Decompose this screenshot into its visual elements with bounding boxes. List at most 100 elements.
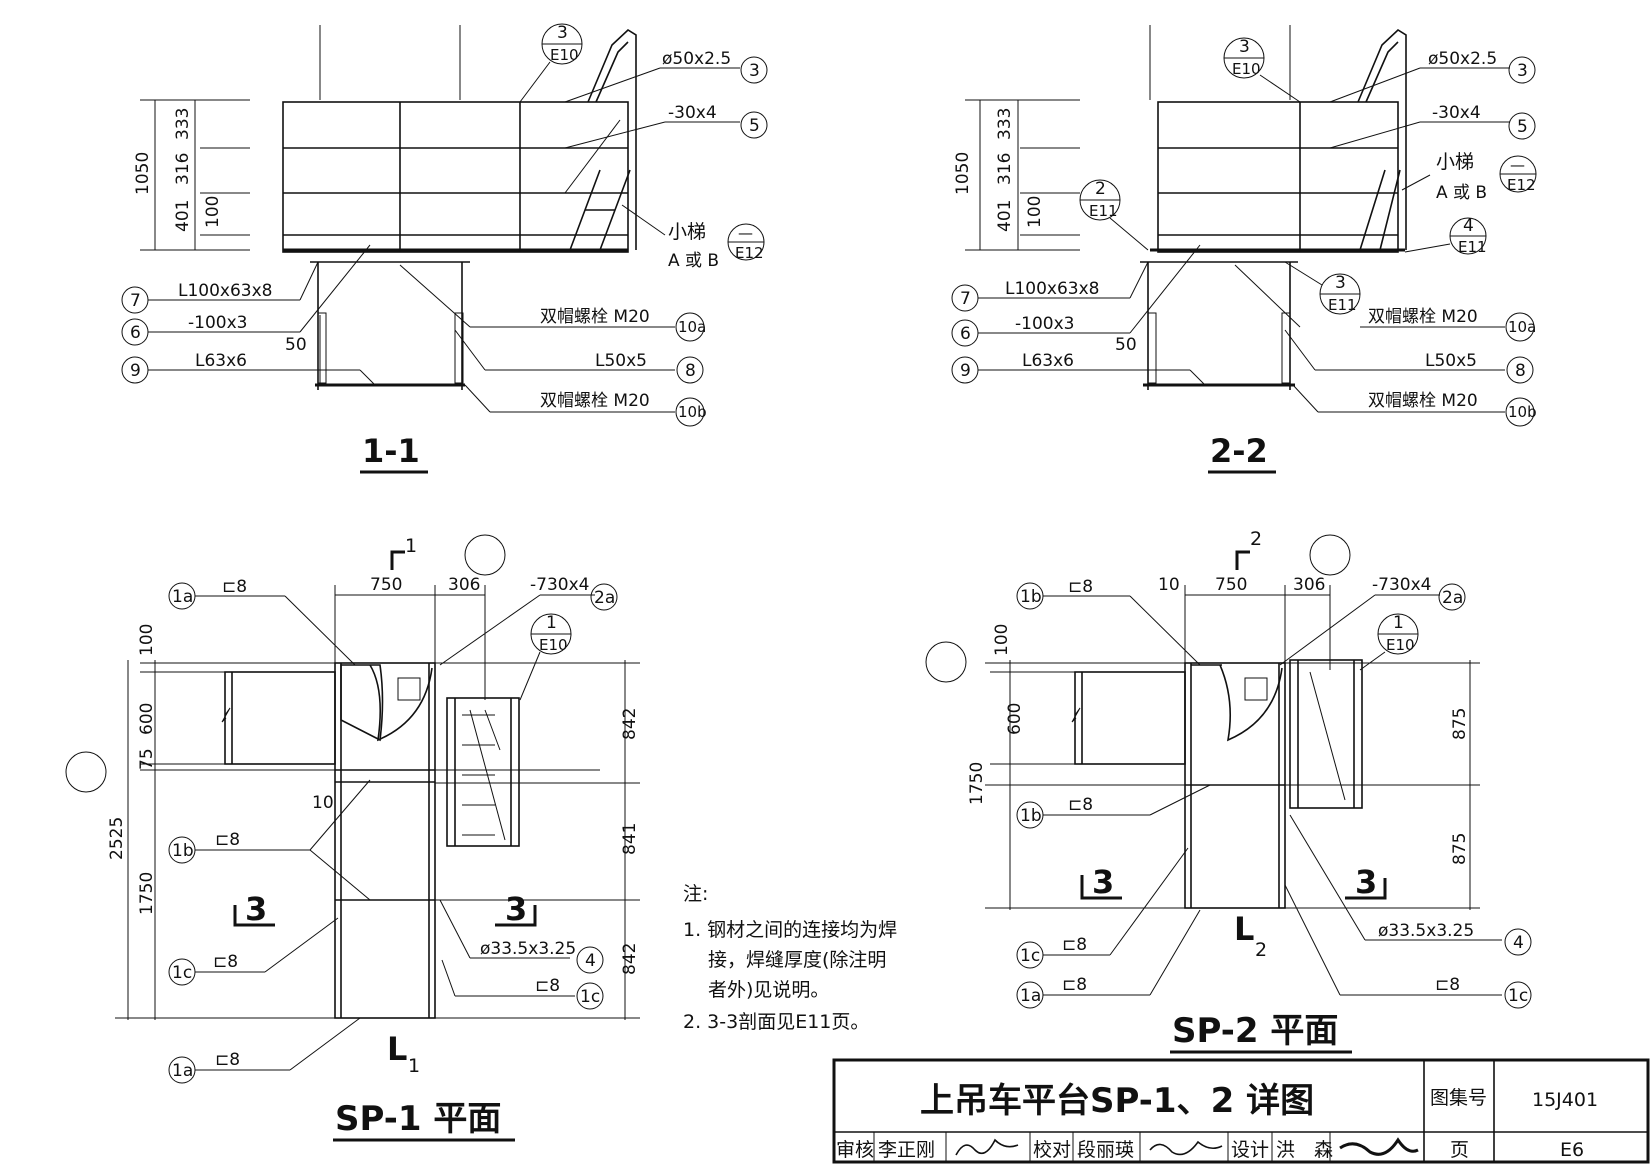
detail-2-b: 2 <box>1095 179 1106 199</box>
channel-1c-b: ⊏8 <box>535 976 560 996</box>
checker-signature <box>1149 1140 1223 1156</box>
cut-2-label: 2 <box>1250 528 1262 550</box>
detail-3-a: 3 <box>557 23 568 43</box>
detail-e10-a: E10 <box>550 46 579 64</box>
pipe-335-b: ø33.5x3.25 <box>1378 921 1474 941</box>
ref-6-a: 6 <box>130 323 141 343</box>
dim-75-a: 75 <box>137 748 157 770</box>
ref-2a-b: 2a <box>1442 588 1463 608</box>
angle-big-b: L100x63x8 <box>1005 279 1100 299</box>
atlas-number: 15J401 <box>1532 1089 1598 1111</box>
ref-7-a: 7 <box>130 291 141 311</box>
ref-5-a: 5 <box>749 116 760 136</box>
plan-sp-1: 1 750 306 <box>65 534 640 1142</box>
ref-1a-b: 1a <box>172 1061 193 1081</box>
channel-1b-a: ⊏8 <box>215 830 240 850</box>
ref-1b-a: 1b <box>172 841 194 861</box>
angle-63-a: L63x6 <box>195 351 247 371</box>
bolt-a-1: 双帽螺栓 M20 <box>540 307 650 327</box>
dim-316-b: 316 <box>995 153 1015 185</box>
notes: 注: 1. 钢材之间的连接均为焊 接，焊缝厚度(除注明 者外)见说明。 2. 3… <box>683 883 897 1033</box>
ref-4-a: 4 <box>585 951 596 971</box>
pipe-label-b: ø50x2.5 <box>1428 49 1497 69</box>
channel-1c-d: ⊏8 <box>1435 975 1460 995</box>
ref-5-b: 5 <box>1517 117 1528 137</box>
channel-1b-d: ⊏8 <box>1068 795 1093 815</box>
ref-e12-a: E12 <box>735 244 764 262</box>
ref-2a-a: 2a <box>594 588 615 608</box>
l2-mark: L <box>1234 910 1254 948</box>
designer-name: 洪 森 <box>1276 1139 1333 1161</box>
dim-100-b: 100 <box>1025 196 1045 228</box>
dim-1050-a: 1050 <box>133 152 153 195</box>
flat-label-a: -30x4 <box>668 103 717 123</box>
ref-9-a: 9 <box>130 361 141 381</box>
dim-1750-a: 1750 <box>137 872 157 915</box>
dim-50-b: 50 <box>1115 335 1137 355</box>
dim-1050-b: 1050 <box>953 152 973 195</box>
notes-head: 注: <box>683 883 708 905</box>
cut-3-d: 3 <box>1355 863 1377 901</box>
ref-4-b: 4 <box>1513 933 1524 953</box>
detail-e10-b: E10 <box>1232 60 1261 78</box>
dim-1750-b: 1750 <box>967 762 987 805</box>
detail-e11-2: E11 <box>1089 202 1118 220</box>
ref-9-b: 9 <box>960 361 971 381</box>
dim-50-a: 50 <box>285 335 307 355</box>
dim-401-a: 401 <box>173 200 193 232</box>
page-number: E6 <box>1560 1139 1584 1161</box>
pipe-335-a: ø33.5x3.25 <box>480 939 576 959</box>
dim-100-a: 100 <box>137 624 157 656</box>
cut-1-label: 1 <box>405 535 417 557</box>
l1-sub: 1 <box>408 1055 420 1077</box>
cut-3-a: 3 <box>245 890 267 928</box>
dim-750-b: 750 <box>1215 575 1247 595</box>
detail-e10-d: E10 <box>1386 636 1415 654</box>
notes-line-1c: 者外)见说明。 <box>708 979 829 1001</box>
ref-1c-b: 1c <box>580 987 600 1007</box>
plan-sp-1-title: SP-1 平面 <box>335 1099 501 1139</box>
dim-10-b: 10 <box>1158 575 1180 595</box>
section-2-2: 1050 333 316 401 100 50 3 E10 ø50x2.5 3 … <box>951 25 1537 474</box>
notes-line-2: 2. 3-3剖面见E11页。 <box>683 1011 869 1033</box>
ref-6-b: 6 <box>960 324 971 344</box>
ref-1c-c: 1c <box>1020 946 1040 966</box>
channel-1b-c: ⊏8 <box>1068 577 1093 597</box>
detail-e11-3: E11 <box>1328 296 1357 314</box>
ladder-ab-b: A 或 B <box>1436 183 1487 203</box>
ref-7-b: 7 <box>960 289 971 309</box>
ref-10b-a: 10b <box>678 403 707 421</box>
ref-e12-b: E12 <box>1507 176 1536 194</box>
angle-63-b: L63x6 <box>1022 351 1074 371</box>
dim-600-b: 600 <box>1005 703 1025 735</box>
channel-1a-b: ⊏8 <box>215 1050 240 1070</box>
cut-3-c: 3 <box>1092 863 1114 901</box>
bolt-b-2: 双帽螺栓 M20 <box>1368 391 1478 411</box>
check-label: 校对 <box>1033 1139 1071 1161</box>
dim-842-b: 842 <box>620 943 640 975</box>
plan-sp-2-title: SP-2 平面 <box>1172 1011 1338 1051</box>
dim-401-b: 401 <box>995 200 1015 232</box>
ref-1c-d: 1c <box>1508 986 1528 1006</box>
detail-e11-4: E11 <box>1458 238 1487 256</box>
channel-1a-c: ⊏8 <box>1062 975 1087 995</box>
ref-dash-b: — <box>1510 156 1525 174</box>
ref-1a-a: 1a <box>172 587 193 607</box>
page-label: 页 <box>1450 1139 1469 1161</box>
bolt-b-1: 双帽螺栓 M20 <box>1368 307 1478 327</box>
cut-3-b: 3 <box>505 890 527 928</box>
bolt-a-2: 双帽螺栓 M20 <box>540 391 650 411</box>
angle-50-b: L50x5 <box>1425 351 1477 371</box>
channel-1c-a: ⊏8 <box>213 952 238 972</box>
reviewer-signature <box>955 1138 1019 1156</box>
drawing-title: 上吊车平台SP-1、2 详图 <box>920 1081 1314 1121</box>
dim-333-b: 333 <box>995 108 1015 140</box>
channel-1c-c: ⊏8 <box>1062 935 1087 955</box>
detail-e10-c: E10 <box>539 636 568 654</box>
detail-4-b: 4 <box>1463 216 1474 236</box>
detail-3-c: 3 <box>1335 273 1346 293</box>
notes-line-1b: 接，焊缝厚度(除注明 <box>708 949 886 971</box>
detail-3-b: 3 <box>1239 37 1250 57</box>
dim-842-a: 842 <box>620 708 640 740</box>
